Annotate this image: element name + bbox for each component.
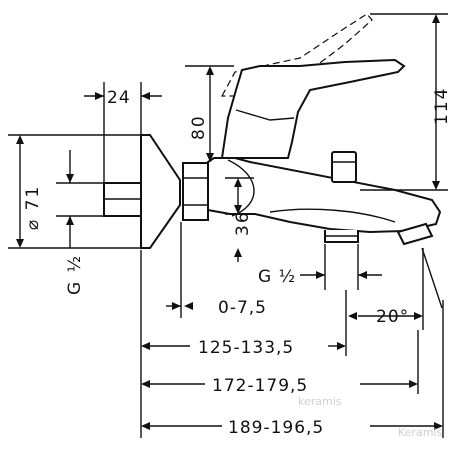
dim-125-label: 125-133,5 bbox=[198, 338, 294, 358]
arrowhead bbox=[414, 312, 423, 320]
body-curve bbox=[227, 159, 255, 217]
dim-07-label: 0-7,5 bbox=[218, 298, 267, 318]
arrowhead bbox=[234, 248, 242, 257]
arrowhead bbox=[141, 342, 150, 350]
dim-114-label: 114 bbox=[432, 87, 452, 125]
arrowhead bbox=[16, 135, 24, 144]
eccentric-nut bbox=[182, 162, 209, 221]
arrowhead bbox=[206, 66, 214, 75]
spout-outlet bbox=[396, 222, 434, 246]
lever-inner bbox=[235, 109, 295, 121]
dim-g-left-label: G ½ bbox=[65, 254, 85, 295]
dim-189-label: 189-196,5 bbox=[228, 418, 324, 438]
arrowhead bbox=[409, 380, 418, 388]
dim-20-label: 20° bbox=[376, 307, 409, 327]
arrowhead bbox=[432, 181, 440, 190]
wall-escutcheon bbox=[140, 134, 181, 249]
arrowhead bbox=[16, 239, 24, 248]
arrowhead bbox=[432, 14, 440, 23]
angle-20-line bbox=[421, 247, 443, 309]
dim-g-bottom-label: G ½ bbox=[258, 267, 296, 287]
arrowhead bbox=[141, 422, 150, 430]
arrowhead bbox=[234, 205, 242, 214]
diverter-knob bbox=[331, 151, 357, 183]
dim-71-label: ⌀ 71 bbox=[23, 185, 43, 230]
spout-shadow-line bbox=[269, 208, 396, 223]
arrowhead bbox=[234, 178, 242, 187]
dim-80-label: 80 bbox=[189, 114, 209, 140]
lever-handle bbox=[220, 58, 406, 159]
watermark-corner: Keramis bbox=[398, 426, 442, 439]
dim-24-label: 24 bbox=[107, 88, 131, 108]
arrowhead bbox=[348, 312, 357, 320]
arrowhead bbox=[172, 302, 181, 310]
dim-172-label: 172-179,5 bbox=[212, 376, 308, 396]
arrowhead bbox=[434, 422, 443, 430]
dim-36-label: 36 bbox=[233, 210, 253, 236]
arrowhead bbox=[95, 92, 104, 100]
arrowhead bbox=[184, 302, 193, 310]
arrowhead bbox=[141, 92, 150, 100]
arrowhead bbox=[316, 271, 325, 279]
arrowhead bbox=[358, 271, 367, 279]
arrowhead bbox=[66, 216, 74, 225]
arrowhead bbox=[141, 380, 150, 388]
arrowhead bbox=[206, 153, 214, 162]
arrowhead bbox=[337, 342, 346, 350]
arrowhead bbox=[66, 174, 74, 183]
watermark-mid: keramis bbox=[298, 395, 342, 408]
